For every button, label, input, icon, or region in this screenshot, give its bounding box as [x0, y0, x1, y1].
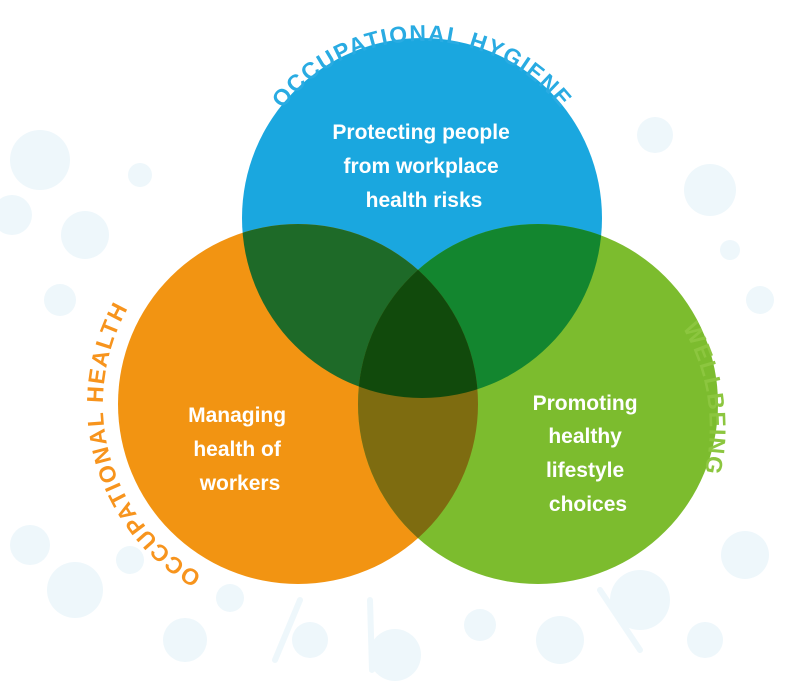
background-dot — [47, 562, 103, 618]
wellbeing-line: choices — [549, 493, 627, 516]
hygiene-line: health risks — [366, 189, 483, 212]
background-dot — [44, 284, 76, 316]
background-dot — [464, 609, 496, 641]
wellbeing-line: lifestyle — [546, 459, 624, 482]
overlap-center — [358, 224, 478, 398]
background-line — [272, 597, 303, 663]
hygiene-line: Protecting people — [332, 121, 509, 144]
wellbeing-description: Promoting healthy lifestyle choices — [533, 392, 644, 516]
background-dot — [746, 286, 774, 314]
wellbeing-line: Promoting — [533, 392, 638, 415]
background-dot — [216, 584, 244, 612]
background-decoration — [0, 117, 774, 681]
background-dot — [61, 211, 109, 259]
background-dot — [116, 546, 144, 574]
background-dot — [536, 616, 584, 664]
health-description: Managing health of workers — [188, 404, 292, 495]
background-dot — [10, 525, 50, 565]
background-dot — [10, 130, 70, 190]
hygiene-line: from workplace — [343, 155, 498, 178]
background-dot — [369, 629, 421, 681]
background-dot — [684, 164, 736, 216]
background-dot — [721, 531, 769, 579]
health-line: workers — [199, 472, 281, 495]
background-line — [367, 597, 375, 673]
health-line: Managing — [188, 404, 286, 427]
background-dot — [128, 163, 152, 187]
background-dot — [0, 195, 32, 235]
background-dot — [720, 240, 740, 260]
background-dot — [610, 570, 670, 630]
background-dot — [163, 618, 207, 662]
health-line: health of — [193, 438, 282, 461]
background-line — [597, 587, 643, 653]
background-dot — [687, 622, 723, 658]
wellbeing-line: healthy — [548, 425, 622, 448]
background-dot — [292, 622, 328, 658]
background-dot — [637, 117, 673, 153]
hygiene-description: Protecting people from workplace health … — [332, 121, 515, 212]
